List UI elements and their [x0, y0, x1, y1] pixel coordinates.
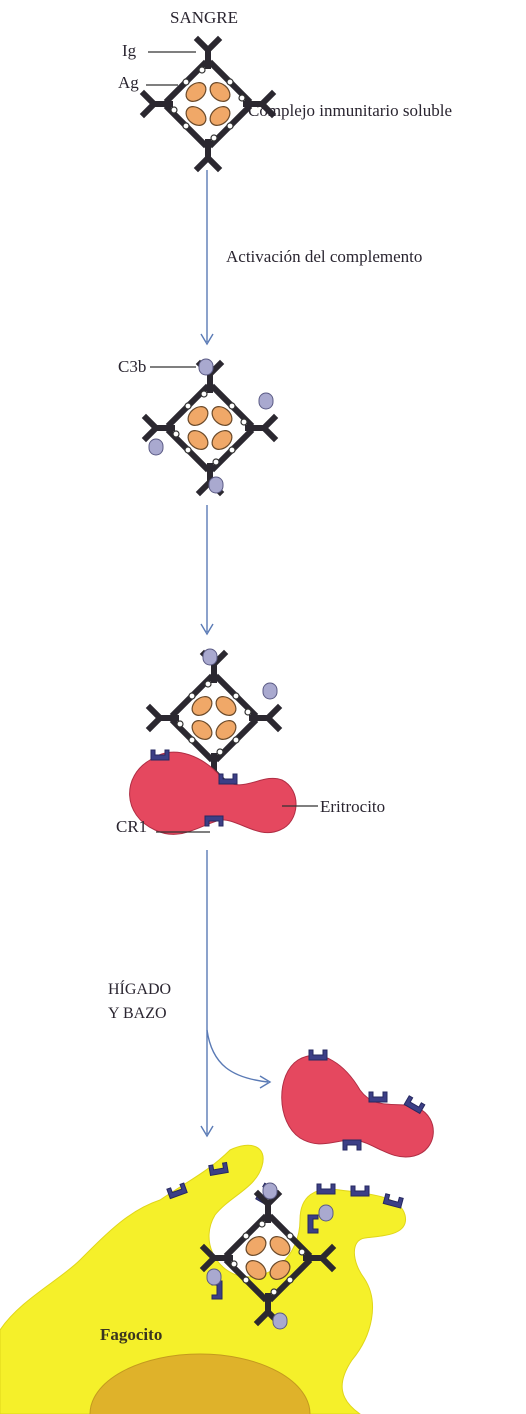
c3b-fragment [258, 392, 274, 410]
soluble-complex-label: Complejo inmunitario soluble [248, 101, 452, 120]
stage-c3b-complex: C3b [118, 357, 274, 493]
c3b-fragment [262, 1182, 278, 1200]
c3b-fragment [148, 438, 164, 456]
cr1-label: CR1 [116, 817, 147, 836]
released-erythrocyte [281, 1054, 434, 1158]
cr1-receptor [218, 773, 238, 785]
cr1-receptor [316, 1183, 336, 1195]
c3b-fragment [318, 1204, 334, 1222]
liver-spleen-label-line1: HÍGADO [108, 979, 171, 998]
phagocyte-label: Fagocito [100, 1325, 162, 1344]
phagocyte-nucleus [89, 1353, 311, 1414]
ig-label: Ig [122, 41, 137, 60]
cr1-receptor [308, 1049, 328, 1061]
arrow-to-erythrocyte [200, 505, 214, 636]
complement-activation-label: Activación del complemento [226, 247, 422, 266]
cr1-receptor [204, 815, 224, 827]
erythrocyte-label: Eritrocito [320, 797, 385, 816]
released-erythrocyte-group [281, 1049, 434, 1158]
stage-soluble-complex: SANGRE Ig Ag Complejo inmunitario solubl… [118, 8, 452, 168]
c3b-immune-complex [146, 364, 274, 492]
stage-erythrocyte-binding: Eritrocito CR1 [116, 648, 385, 836]
c3b-fragment [198, 358, 214, 376]
liver-spleen-label-line2: Y BAZO [108, 1005, 167, 1022]
arrow-to-liver-spleen: HÍGADO Y BAZO [108, 850, 272, 1138]
c3b-fragment [206, 1268, 222, 1286]
ag-label: Ag [118, 73, 139, 92]
cr1-receptor [342, 1139, 362, 1151]
c3b-fragment [202, 648, 218, 666]
blood-label: SANGRE [170, 8, 238, 27]
cr1-receptor [150, 749, 170, 761]
c3b-fragment [272, 1312, 288, 1330]
c3b-label: C3b [118, 357, 146, 376]
c3b-fragment [208, 476, 224, 494]
c3b-fragment [262, 682, 278, 700]
arrow-complement-activation: Activación del complemento [200, 170, 422, 346]
stage-phagocytosis: Fagocito [0, 1144, 406, 1414]
cr1-receptor [350, 1185, 370, 1197]
cr1-receptor [368, 1091, 388, 1103]
